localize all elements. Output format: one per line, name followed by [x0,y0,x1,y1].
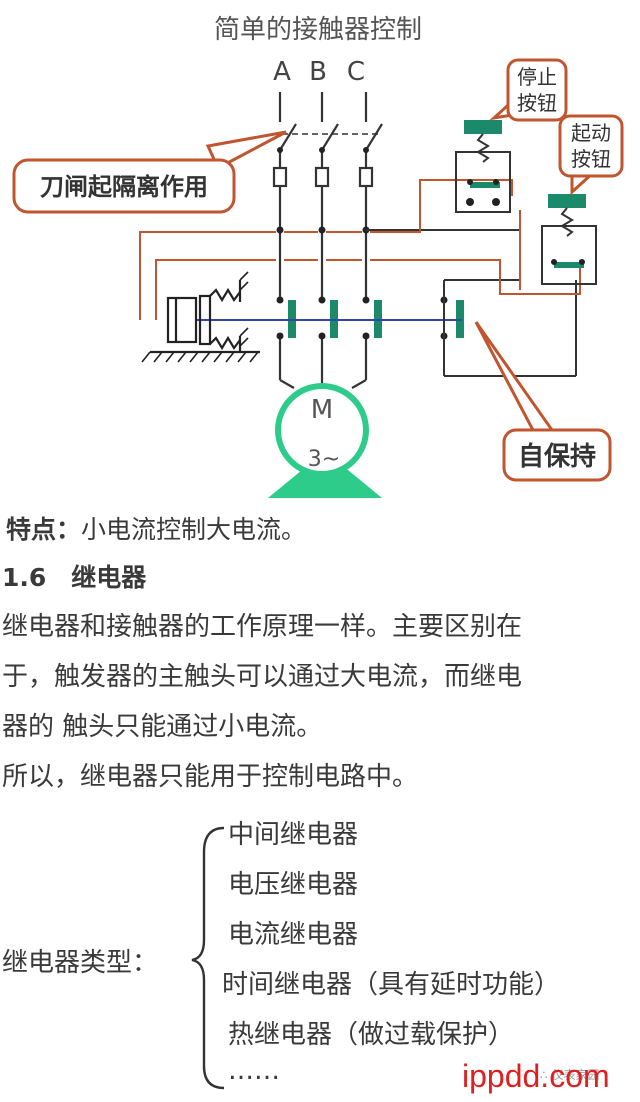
knife-switch-callout: 刀闸起隔离作用 [12,130,287,214]
stop-button-callout-line1: 停止 [517,65,557,89]
paragraph-line-2: 于，触发器的主触头可以通过大电流，而继电 [2,662,523,692]
phase-label-a: A [273,57,291,87]
feature-line: 特点：小电流控制大电流。 [6,510,306,546]
feature-label: 特点： [6,515,82,544]
diagram-title: 简单的接触器控制 [214,15,422,45]
phase-label-c: C [347,57,365,87]
junction-dots [276,147,448,340]
self-hold-callout-text: 自保持 [518,441,596,472]
start-button-callout: 起动 按钮 [558,114,624,196]
relay-type-item: 电流继电器 [228,920,359,950]
relay-types-label: 继电器类型： [2,948,159,978]
relay-type-item: 电压继电器 [228,870,359,900]
relay-type-item: 时间继电器（具有延时功能） [222,970,561,1000]
relay-type-item: 中间继电器 [228,820,359,850]
motor-sublabel: 3~ [308,447,340,472]
section-heading: 1.6 继电器 [2,563,147,592]
paragraph-line-1: 继电器和接触器的工作原理一样。主要区别在 [2,612,523,642]
motor: M 3~ [268,383,382,498]
control-wiring [139,179,581,320]
contactor-coil [150,280,260,354]
start-button-callout-line1: 起动 [571,121,611,145]
curly-brace [191,826,225,1090]
feature-text: 小电流控制大电流。 [81,515,307,544]
paragraph-line-4: 所以，继电器只能用于控制电路中。 [2,762,419,792]
ground-hatching [141,271,259,363]
start-button [541,194,597,285]
knife-switch-callout-text: 刀闸起隔离作用 [40,173,208,201]
motor-label: M [311,395,333,425]
stop-button [455,120,511,213]
contactor-circuit-diagram: 简单的接触器控制 A B C [12,15,624,498]
three-phase-lines [272,92,383,389]
watermark-small: ∴ 仪表家园 [540,1068,600,1082]
start-button-callout-line2: 按钮 [571,147,611,171]
relay-type-item: …… [228,1056,280,1086]
phase-label-b: B [309,57,327,87]
paragraph-line-3: 器的 触头只能通过小电流。 [2,712,323,742]
stop-button-callout: 停止 按钮 [489,58,568,122]
relay-type-item: 热继电器（做过载保护） [228,1020,515,1050]
self-hold-callout: 自保持 [474,321,612,482]
watermark-logo: ippdd.com [462,1058,610,1094]
self-hold-wiring [366,229,577,377]
stop-button-callout-line2: 按钮 [517,91,557,115]
